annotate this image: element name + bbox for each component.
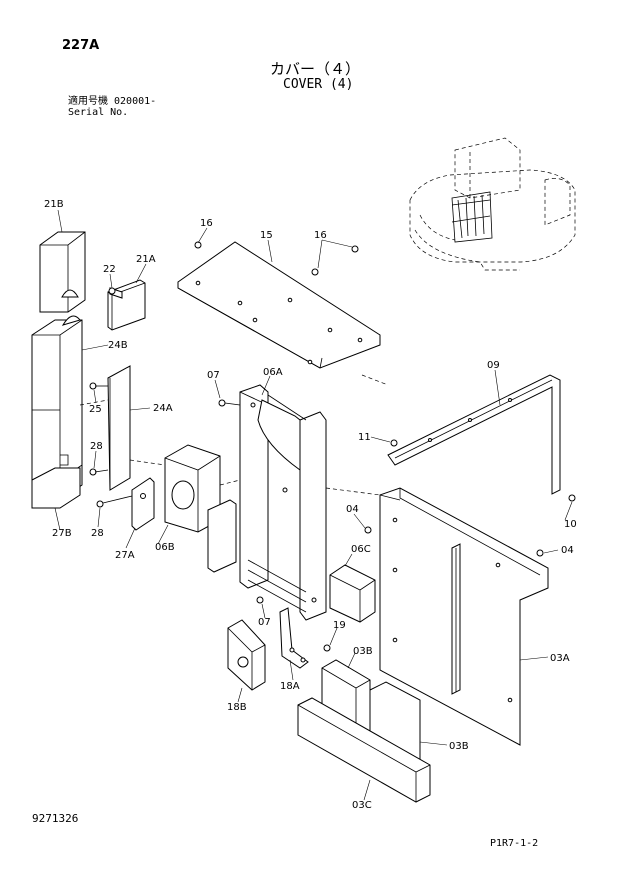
sheet-reference: P1R7-1-2: [490, 838, 539, 849]
part-06C-block: [329, 564, 376, 623]
part-18A-bracket: [279, 607, 331, 669]
serial-number-label: 適用号機 020001- Serial No.: [68, 96, 156, 118]
part-06A-frame: [218, 384, 327, 621]
callout-10: 10: [564, 519, 577, 530]
callout-07-upper: 07: [207, 370, 220, 381]
callout-28-lower: 28: [91, 528, 104, 539]
part-21A-plate: [107, 279, 146, 331]
callout-11: 11: [358, 432, 371, 443]
callout-16-right: 16: [314, 230, 327, 241]
callout-07-lower: 07: [258, 617, 271, 628]
callout-25: 25: [89, 404, 102, 415]
callout-04-left: 04: [346, 504, 359, 515]
callout-24A: 24A: [153, 403, 173, 414]
part-15-top-plate: [177, 241, 381, 369]
callout-15: 15: [260, 230, 273, 241]
callout-21A: 21A: [136, 254, 156, 265]
callout-03B-lower: 03B: [449, 741, 469, 752]
callout-22: 22: [103, 264, 116, 275]
callout-09: 09: [487, 360, 500, 371]
callout-06C: 06C: [351, 544, 371, 555]
title-english: COVER (4): [283, 77, 354, 92]
part-21B-block: [39, 231, 86, 313]
serial-label-en: Serial No.: [68, 107, 129, 118]
callout-04-right: 04: [561, 545, 574, 556]
callout-03A: 03A: [550, 653, 570, 664]
page-number: 227A: [62, 38, 100, 53]
callout-03B-upper: 03B: [353, 646, 373, 657]
callout-19: 19: [333, 620, 346, 631]
drawing-number: 9271326: [32, 812, 79, 825]
title-japanese: カバー（４）: [270, 60, 361, 78]
machine-overview-sketch: [409, 137, 576, 271]
callout-24B: 24B: [108, 340, 128, 351]
alignment-lines: [79, 374, 389, 496]
callout-28-upper: 28: [90, 441, 103, 452]
callout-18A: 18A: [280, 681, 300, 692]
callout-16-left: 16: [200, 218, 213, 229]
callout-18B: 18B: [227, 702, 247, 713]
part-06B-block: [164, 444, 237, 573]
callout-06B: 06B: [155, 542, 175, 553]
callout-27B: 27B: [52, 528, 72, 539]
part-18B-block: [227, 619, 266, 691]
leader-lines: [54, 209, 573, 801]
callout-21B: 21B: [44, 199, 64, 210]
callout-labels: 21B 22 21A 16 15 16 24B 25 24A 28 28 27B…: [44, 199, 577, 811]
callout-03C: 03C: [352, 800, 372, 811]
callout-27A: 27A: [115, 550, 135, 561]
part-27A-plate: [96, 477, 155, 531]
callout-06A: 06A: [263, 367, 283, 378]
part-03A-panel: [364, 487, 549, 746]
part-03C-block: [297, 697, 431, 803]
part-09-bracket: [387, 374, 576, 502]
serial-label-jp: 適用号機 020001-: [68, 96, 157, 107]
part-27B-block: [31, 467, 81, 509]
part-24A-plate: [89, 365, 131, 491]
